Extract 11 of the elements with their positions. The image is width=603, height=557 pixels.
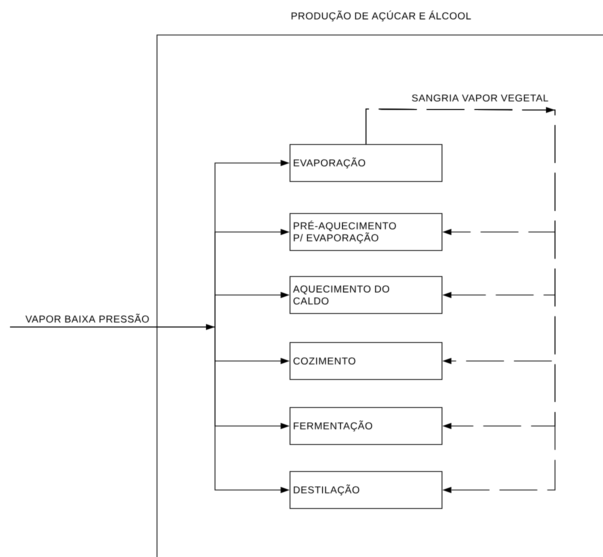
process-box: FERMENTAÇÃO xyxy=(290,407,442,445)
process-box: AQUECIMENTO DO CALDO xyxy=(290,276,442,314)
frame-title: PRODUÇÃO DE AÇÚCAR E ÁLCOOL xyxy=(292,10,471,22)
process-box: DESTILAÇÃO xyxy=(290,471,442,509)
edge-label: SANGRIA VAPOR VEGETAL xyxy=(412,94,548,102)
process-box: COZIMENTO xyxy=(290,342,442,380)
input-label: VAPOR BAIXA PRESSÃO xyxy=(25,314,149,323)
process-box: EVAPORAÇÃO xyxy=(290,144,442,182)
arrow xyxy=(366,108,556,494)
process-box: PRÉ-AQUECIMENTO P/ EVAPORAÇÃO xyxy=(290,213,442,251)
frame xyxy=(156,34,603,557)
